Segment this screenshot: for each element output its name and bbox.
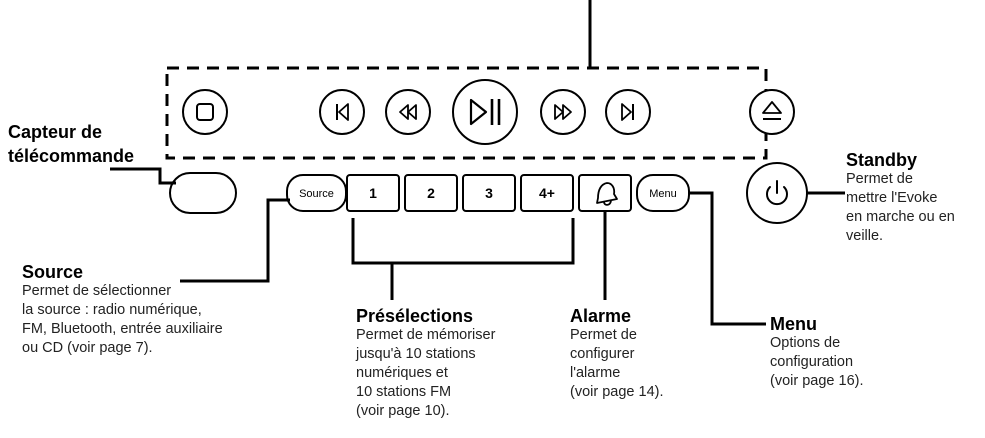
alarm-label: Alarme Permet de configurer l'alarme (vo… bbox=[570, 306, 664, 402]
presets-title: Présélections bbox=[356, 306, 474, 326]
preset-4-label: 4+ bbox=[539, 185, 555, 201]
preset-2-button[interactable]: 2 bbox=[404, 174, 458, 212]
fast-forward-button[interactable] bbox=[540, 89, 586, 135]
preset-2-label: 2 bbox=[427, 185, 435, 201]
power-icon bbox=[766, 180, 788, 206]
alarm-desc-2: configurer bbox=[570, 346, 635, 362]
alarm-desc-3: l'alarme bbox=[570, 365, 621, 381]
source-desc-1: Permet de sélectionner bbox=[22, 283, 172, 299]
menu-desc-3: (voir page 16). bbox=[770, 373, 864, 389]
standby-desc-1: Permet de bbox=[846, 171, 913, 187]
source-desc-2: la source : radio numérique, bbox=[22, 302, 202, 318]
rewind-button[interactable] bbox=[385, 89, 431, 135]
remote-sensor-title-line2: télécommande bbox=[8, 146, 135, 166]
source-label: Source Permet de sélectionner la source … bbox=[22, 262, 223, 358]
standby-button[interactable] bbox=[746, 162, 808, 224]
source-desc-3: FM, Bluetooth, entrée auxiliaire bbox=[22, 321, 223, 337]
eject-button[interactable] bbox=[749, 89, 795, 135]
presets-desc-1: Permet de mémoriser bbox=[356, 327, 496, 343]
stop-icon bbox=[196, 103, 214, 121]
stop-button[interactable] bbox=[182, 89, 228, 135]
skip-previous-icon bbox=[336, 103, 349, 121]
source-desc-4: ou CD (voir page 7). bbox=[22, 340, 153, 356]
next-button[interactable] bbox=[605, 89, 651, 135]
standby-desc-4: veille. bbox=[846, 228, 884, 244]
preset-4-button[interactable]: 4+ bbox=[520, 174, 574, 212]
menu-desc-2: configuration bbox=[770, 354, 854, 370]
alarm-desc-1: Permet de bbox=[570, 327, 637, 343]
standby-desc-2: mettre l'Evoke bbox=[846, 190, 938, 206]
remote-sensor-label: Capteur de télécommande bbox=[8, 122, 134, 166]
source-title: Source bbox=[22, 262, 84, 282]
presets-bracket bbox=[351, 218, 575, 265]
alarm-desc-4: (voir page 14). bbox=[570, 384, 664, 400]
standby-title: Standby bbox=[846, 150, 918, 170]
fast-forward-icon bbox=[554, 104, 572, 120]
preset-1-button[interactable]: 1 bbox=[346, 174, 400, 212]
bell-icon bbox=[596, 182, 618, 206]
alarm-title: Alarme bbox=[570, 306, 632, 326]
source-button-label: Source bbox=[299, 188, 334, 200]
menu-desc-1: Options de bbox=[770, 335, 841, 351]
alarm-button[interactable] bbox=[578, 174, 632, 212]
preset-3-button[interactable]: 3 bbox=[462, 174, 516, 212]
menu-pointer bbox=[689, 191, 766, 326]
remote-sensor bbox=[169, 172, 237, 214]
play-pause-icon bbox=[469, 98, 501, 126]
source-pointer bbox=[180, 198, 290, 283]
play-pause-button[interactable] bbox=[452, 79, 518, 145]
presets-desc-3: numériques et bbox=[356, 365, 448, 381]
standby-desc-3: en marche ou en bbox=[846, 209, 955, 225]
presets-label: Présélections Permet de mémoriser jusqu'… bbox=[356, 306, 495, 421]
preset-1-label: 1 bbox=[369, 185, 377, 201]
standby-label: Standby Permet de mettre l'Evoke en marc… bbox=[846, 150, 955, 246]
skip-next-icon bbox=[621, 103, 634, 121]
eject-icon bbox=[762, 101, 782, 120]
remote-sensor-title-line1: Capteur de bbox=[8, 122, 103, 142]
presets-desc-5: (voir page 10). bbox=[356, 403, 450, 419]
menu-label: Menu Options de configuration (voir page… bbox=[770, 314, 864, 391]
menu-button-label: Menu bbox=[649, 188, 677, 200]
rewind-icon bbox=[399, 104, 417, 120]
presets-desc-2: jusqu'à 10 stations bbox=[356, 346, 476, 362]
menu-title: Menu bbox=[770, 314, 817, 334]
remote-sensor-pointer bbox=[110, 167, 176, 185]
presets-desc-4: 10 stations FM bbox=[356, 384, 452, 400]
menu-button[interactable]: Menu bbox=[636, 174, 690, 212]
source-button[interactable]: Source bbox=[286, 174, 347, 212]
previous-button[interactable] bbox=[319, 89, 365, 135]
preset-3-label: 3 bbox=[485, 185, 493, 201]
